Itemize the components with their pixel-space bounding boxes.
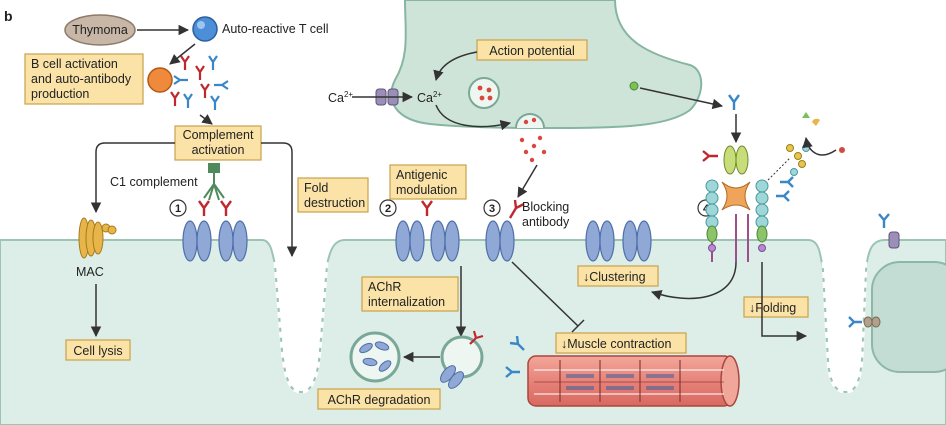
lysosome-icon — [349, 331, 401, 383]
clustering-box — [577, 265, 659, 287]
antigenic-line-1: Antigenic — [396, 168, 447, 182]
c1-complement-icon — [203, 163, 225, 201]
ca-inside-label: Ca2+ — [417, 90, 442, 105]
achr-receptors — [182, 220, 652, 262]
clustering-label: ↓Clustering — [583, 270, 646, 284]
bound-antibodies — [198, 199, 525, 219]
muscle-contraction-label: ↓Muscle contraction — [561, 337, 672, 351]
thymoma-shape — [64, 14, 136, 46]
fold-destruction-box — [297, 177, 369, 213]
inhibition-line-muscle — [511, 261, 585, 333]
action-potential-label: Action potential — [489, 44, 574, 58]
agrin-icon — [629, 81, 639, 91]
muscle-membrane-background — [0, 239, 946, 425]
c1-complement-label: C1 complement — [110, 175, 198, 189]
complement-line-2: activation — [192, 143, 245, 157]
arrow-agrin — [639, 87, 724, 110]
mechanism-marker-3: 3 — [483, 199, 501, 217]
mechanism-number-3: 3 — [489, 203, 495, 215]
mac-label: MAC — [76, 265, 104, 279]
fusing-vesicle-icon — [515, 113, 545, 129]
antibodies-at-musk — [702, 150, 794, 202]
achr-degradation-box — [317, 388, 441, 410]
folding-box — [743, 296, 809, 318]
antibody-far-right — [878, 213, 890, 228]
action-potential-box — [476, 39, 588, 61]
antigenic-line-2: modulation — [396, 183, 457, 197]
b-cell-icon — [147, 67, 173, 93]
blocking-antibody-line-2: antibody — [522, 215, 570, 229]
achr-internalization-box — [361, 276, 459, 312]
arrow-complement-to-fold — [261, 142, 298, 258]
arrow-to-clustering — [651, 261, 737, 301]
musk-lrp4-complex-icon — [705, 145, 769, 262]
cell-lysis-box — [65, 339, 131, 361]
b-cell-line-1: B cell activation — [31, 57, 118, 71]
complement-line-1: Complement — [183, 128, 254, 142]
muscle-contraction-box — [555, 332, 687, 354]
panel-letter: b — [4, 8, 13, 24]
junctional-fold-dashes — [273, 261, 868, 394]
blocking-antibody-line-1: Blocking — [522, 200, 569, 214]
t-cell-icon — [192, 16, 218, 42]
muscle-fiber-icon — [527, 355, 740, 407]
t-cell-label: Auto-reactive T cell — [222, 22, 329, 36]
protein-lower-right-a — [863, 316, 873, 328]
b-cell-line-3: production — [31, 87, 89, 101]
antibody-blue-top — [728, 94, 740, 110]
ca-inside-text: Ca — [417, 91, 433, 105]
cell-lysis-label: Cell lysis — [73, 344, 122, 358]
antigenic-modulation-box — [389, 164, 467, 200]
ca-inside-superscript: 2+ — [433, 90, 442, 99]
adjacent-cell — [871, 261, 946, 373]
fold-destruction-line-1: Fold — [304, 181, 328, 195]
b-cell-line-2: and auto-antibody — [31, 72, 132, 86]
ca-outside-label: Ca2+ — [328, 90, 353, 105]
complement-activation-box — [174, 125, 262, 161]
arrow-to-folding — [761, 262, 808, 342]
degraded-fragments-icon — [802, 112, 820, 126]
acetylcholine-release-icon — [519, 135, 547, 163]
arrow-complement-to-mac — [90, 142, 175, 214]
folding-label: ↓Folding — [749, 301, 796, 315]
synaptic-vesicle-icon — [468, 77, 500, 109]
internalization-line-1: AChR — [368, 280, 401, 294]
b-cell-activation-box — [24, 53, 144, 105]
antibody-lower-right — [848, 316, 862, 328]
internalization-line-2: internalization — [368, 295, 445, 309]
membrane-protein-far-right — [888, 231, 900, 249]
mechanism-marker-1: 1 — [169, 199, 187, 217]
mac-complex-icon — [78, 217, 117, 259]
ca-outside-superscript: 2+ — [344, 90, 353, 99]
antibody-cluster-icon — [170, 55, 229, 110]
achr-degradation-label: AChR degradation — [328, 393, 431, 407]
arrow-recycle-right — [802, 136, 837, 156]
arrow-tcell-to-bcell — [169, 43, 196, 65]
t-cell-highlight — [197, 21, 205, 29]
mechanism-number-2: 2 — [385, 203, 391, 215]
mechanism-number-1: 1 — [175, 203, 181, 215]
ligand-dot-right — [839, 147, 845, 153]
arrow-ach-to-receptor — [517, 164, 538, 198]
antibodies-near-muscle — [505, 335, 525, 378]
mechanism-marker-2: 2 — [379, 199, 397, 217]
endosome-icon — [440, 330, 484, 389]
arrow-ap-to-channel — [433, 51, 478, 82]
fold-destruction-line-2: destruction — [304, 196, 365, 210]
ca-outside-text: Ca — [328, 91, 344, 105]
arrow-antibodies-to-complement — [199, 114, 213, 125]
collagen-q-icon — [767, 144, 810, 181]
arrow-vesicle-fusion — [435, 104, 512, 131]
protein-lower-right-b — [871, 316, 881, 328]
thymoma-label: Thymoma — [72, 23, 128, 37]
